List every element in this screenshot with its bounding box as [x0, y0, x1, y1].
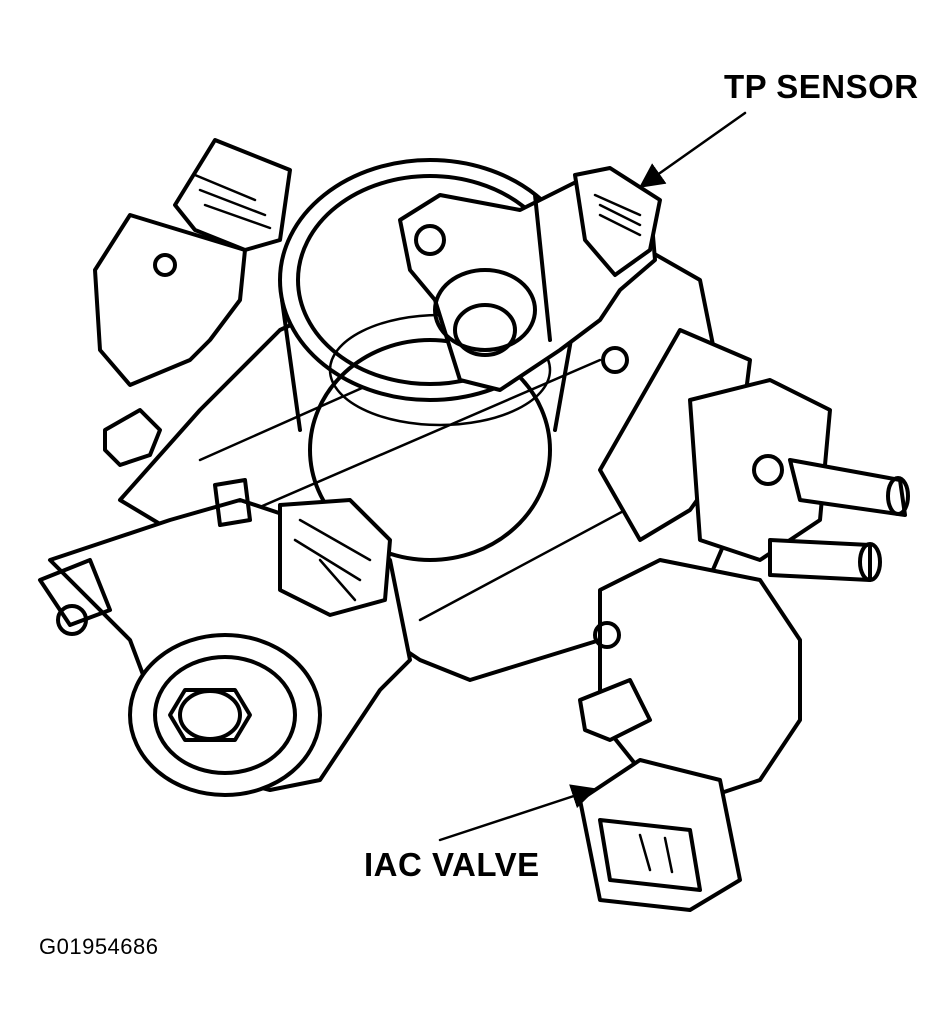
iac-valve: [578, 558, 802, 912]
tp-sensor-label: TP SENSOR: [724, 68, 919, 105]
tp-sensor: [398, 166, 662, 392]
tp-sensor-leader-arrow: [638, 111, 747, 188]
iac-valve-label: IAC VALVE: [364, 846, 540, 883]
iac-valve-leader-arrow: [438, 784, 597, 842]
figure-id: G01954686: [39, 934, 159, 959]
throttle-cam-assembly: [38, 478, 412, 797]
left-sensor-housing: [93, 138, 292, 467]
coolant-pipes: [598, 328, 910, 582]
